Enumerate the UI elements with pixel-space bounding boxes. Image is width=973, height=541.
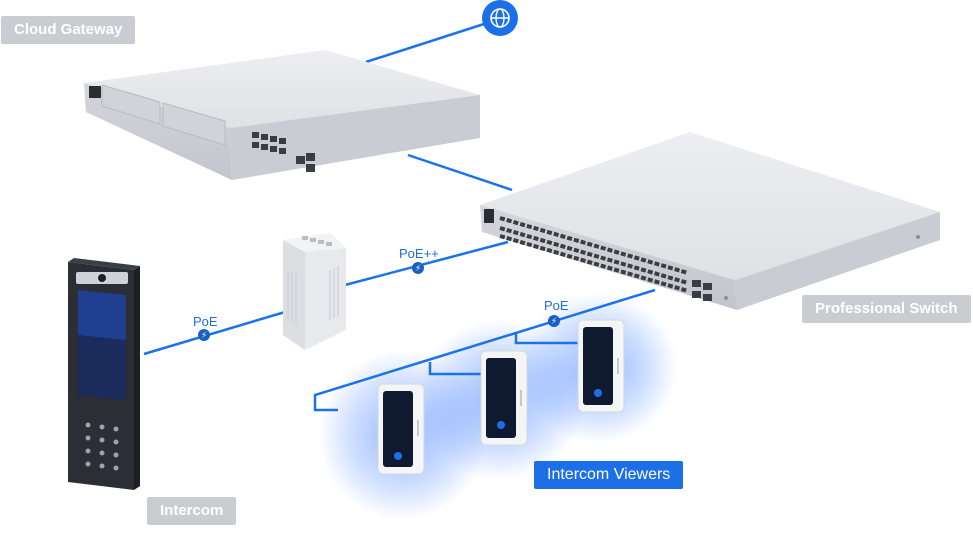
intercom-device — [68, 258, 140, 490]
link-viewer-2 — [428, 362, 484, 376]
intercom-viewer-1 — [377, 383, 425, 475]
bolt-icon: ⚡ — [412, 262, 424, 274]
globe-icon — [482, 0, 518, 36]
connection-lines — [143, 22, 656, 412]
bolt-icon: ⚡ — [198, 329, 210, 341]
switch-port-rows — [499, 216, 689, 293]
link-intercom-adapter — [143, 310, 286, 356]
intercom-viewers-label: Intercom Viewers — [534, 461, 684, 489]
link-label-poe-viewers: PoE — [544, 298, 569, 313]
cloud-gateway-device — [84, 50, 480, 180]
intercom-label: Intercom — [147, 497, 237, 525]
bolt-icon: ⚡ — [548, 315, 560, 327]
professional-switch-device — [480, 132, 940, 310]
professional-switch-label: Professional Switch — [802, 295, 971, 323]
link-gateway-switch — [407, 153, 513, 192]
link-label-poe-plus-plus: PoE++ — [399, 246, 439, 261]
gateway-ports — [252, 132, 315, 172]
intercom-viewer-2 — [480, 350, 528, 446]
link-label-poe: PoE — [193, 314, 218, 329]
link-switch-viewers — [313, 288, 656, 412]
link-viewer-3 — [514, 332, 580, 345]
link-internet-gateway — [365, 22, 485, 64]
viewer-glow — [318, 293, 678, 520]
link-adapter-switch — [344, 240, 509, 287]
keypad — [85, 422, 119, 471]
cloud-gateway-label: Cloud Gateway — [1, 16, 136, 44]
intercom-viewer-3 — [577, 319, 625, 413]
poe-adapter-device — [283, 233, 346, 350]
